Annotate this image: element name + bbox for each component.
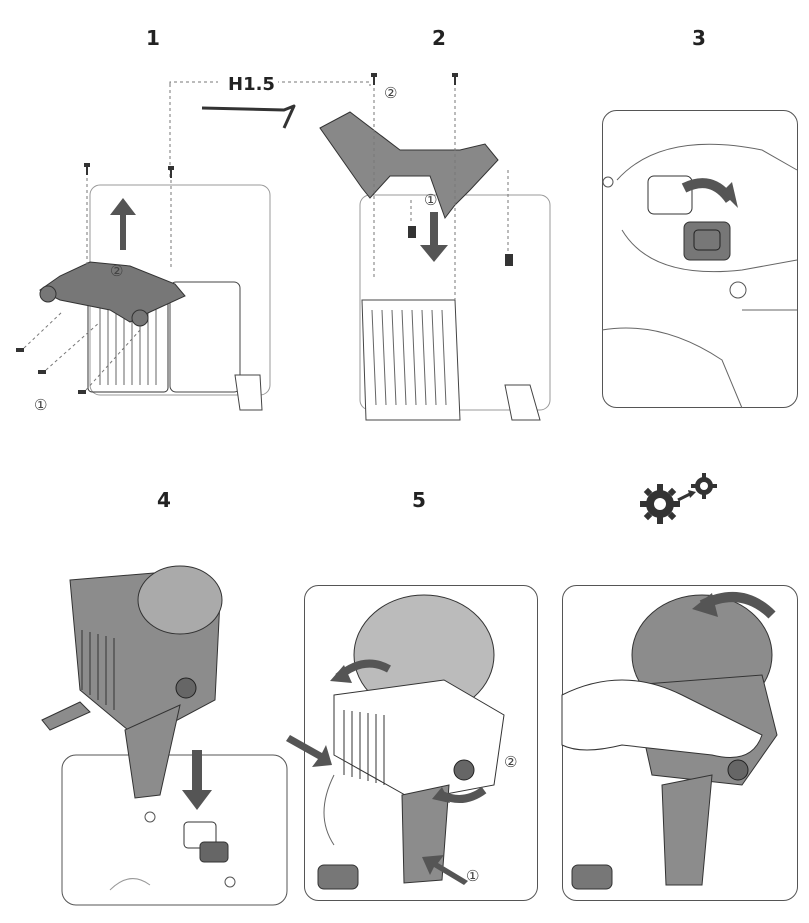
steps-1-2-illustration: H1.5 ① ② [0, 0, 560, 440]
step-2-callout-1: ① [424, 191, 437, 209]
step-4-number: 4 [157, 488, 171, 512]
step-5-number: 5 [412, 488, 426, 512]
step-3-illustration [602, 110, 798, 408]
calibration-illustration [562, 585, 798, 901]
step-1-callout-1: ① [34, 396, 47, 414]
hex-key-icon [202, 106, 294, 128]
tool-label-h1-5: H1.5 [228, 74, 275, 95]
step-5-callout-2: ② [504, 753, 517, 771]
step-5-illustration: ② ① [304, 585, 538, 901]
step-4-illustration [40, 540, 290, 910]
step-2-callout-2: ② [384, 84, 397, 102]
step-5-callout-1: ① [466, 867, 479, 885]
step-1-callout-2: ② [110, 262, 123, 280]
step-3-number: 3 [692, 26, 706, 50]
gear-calibration-icon [640, 470, 720, 526]
